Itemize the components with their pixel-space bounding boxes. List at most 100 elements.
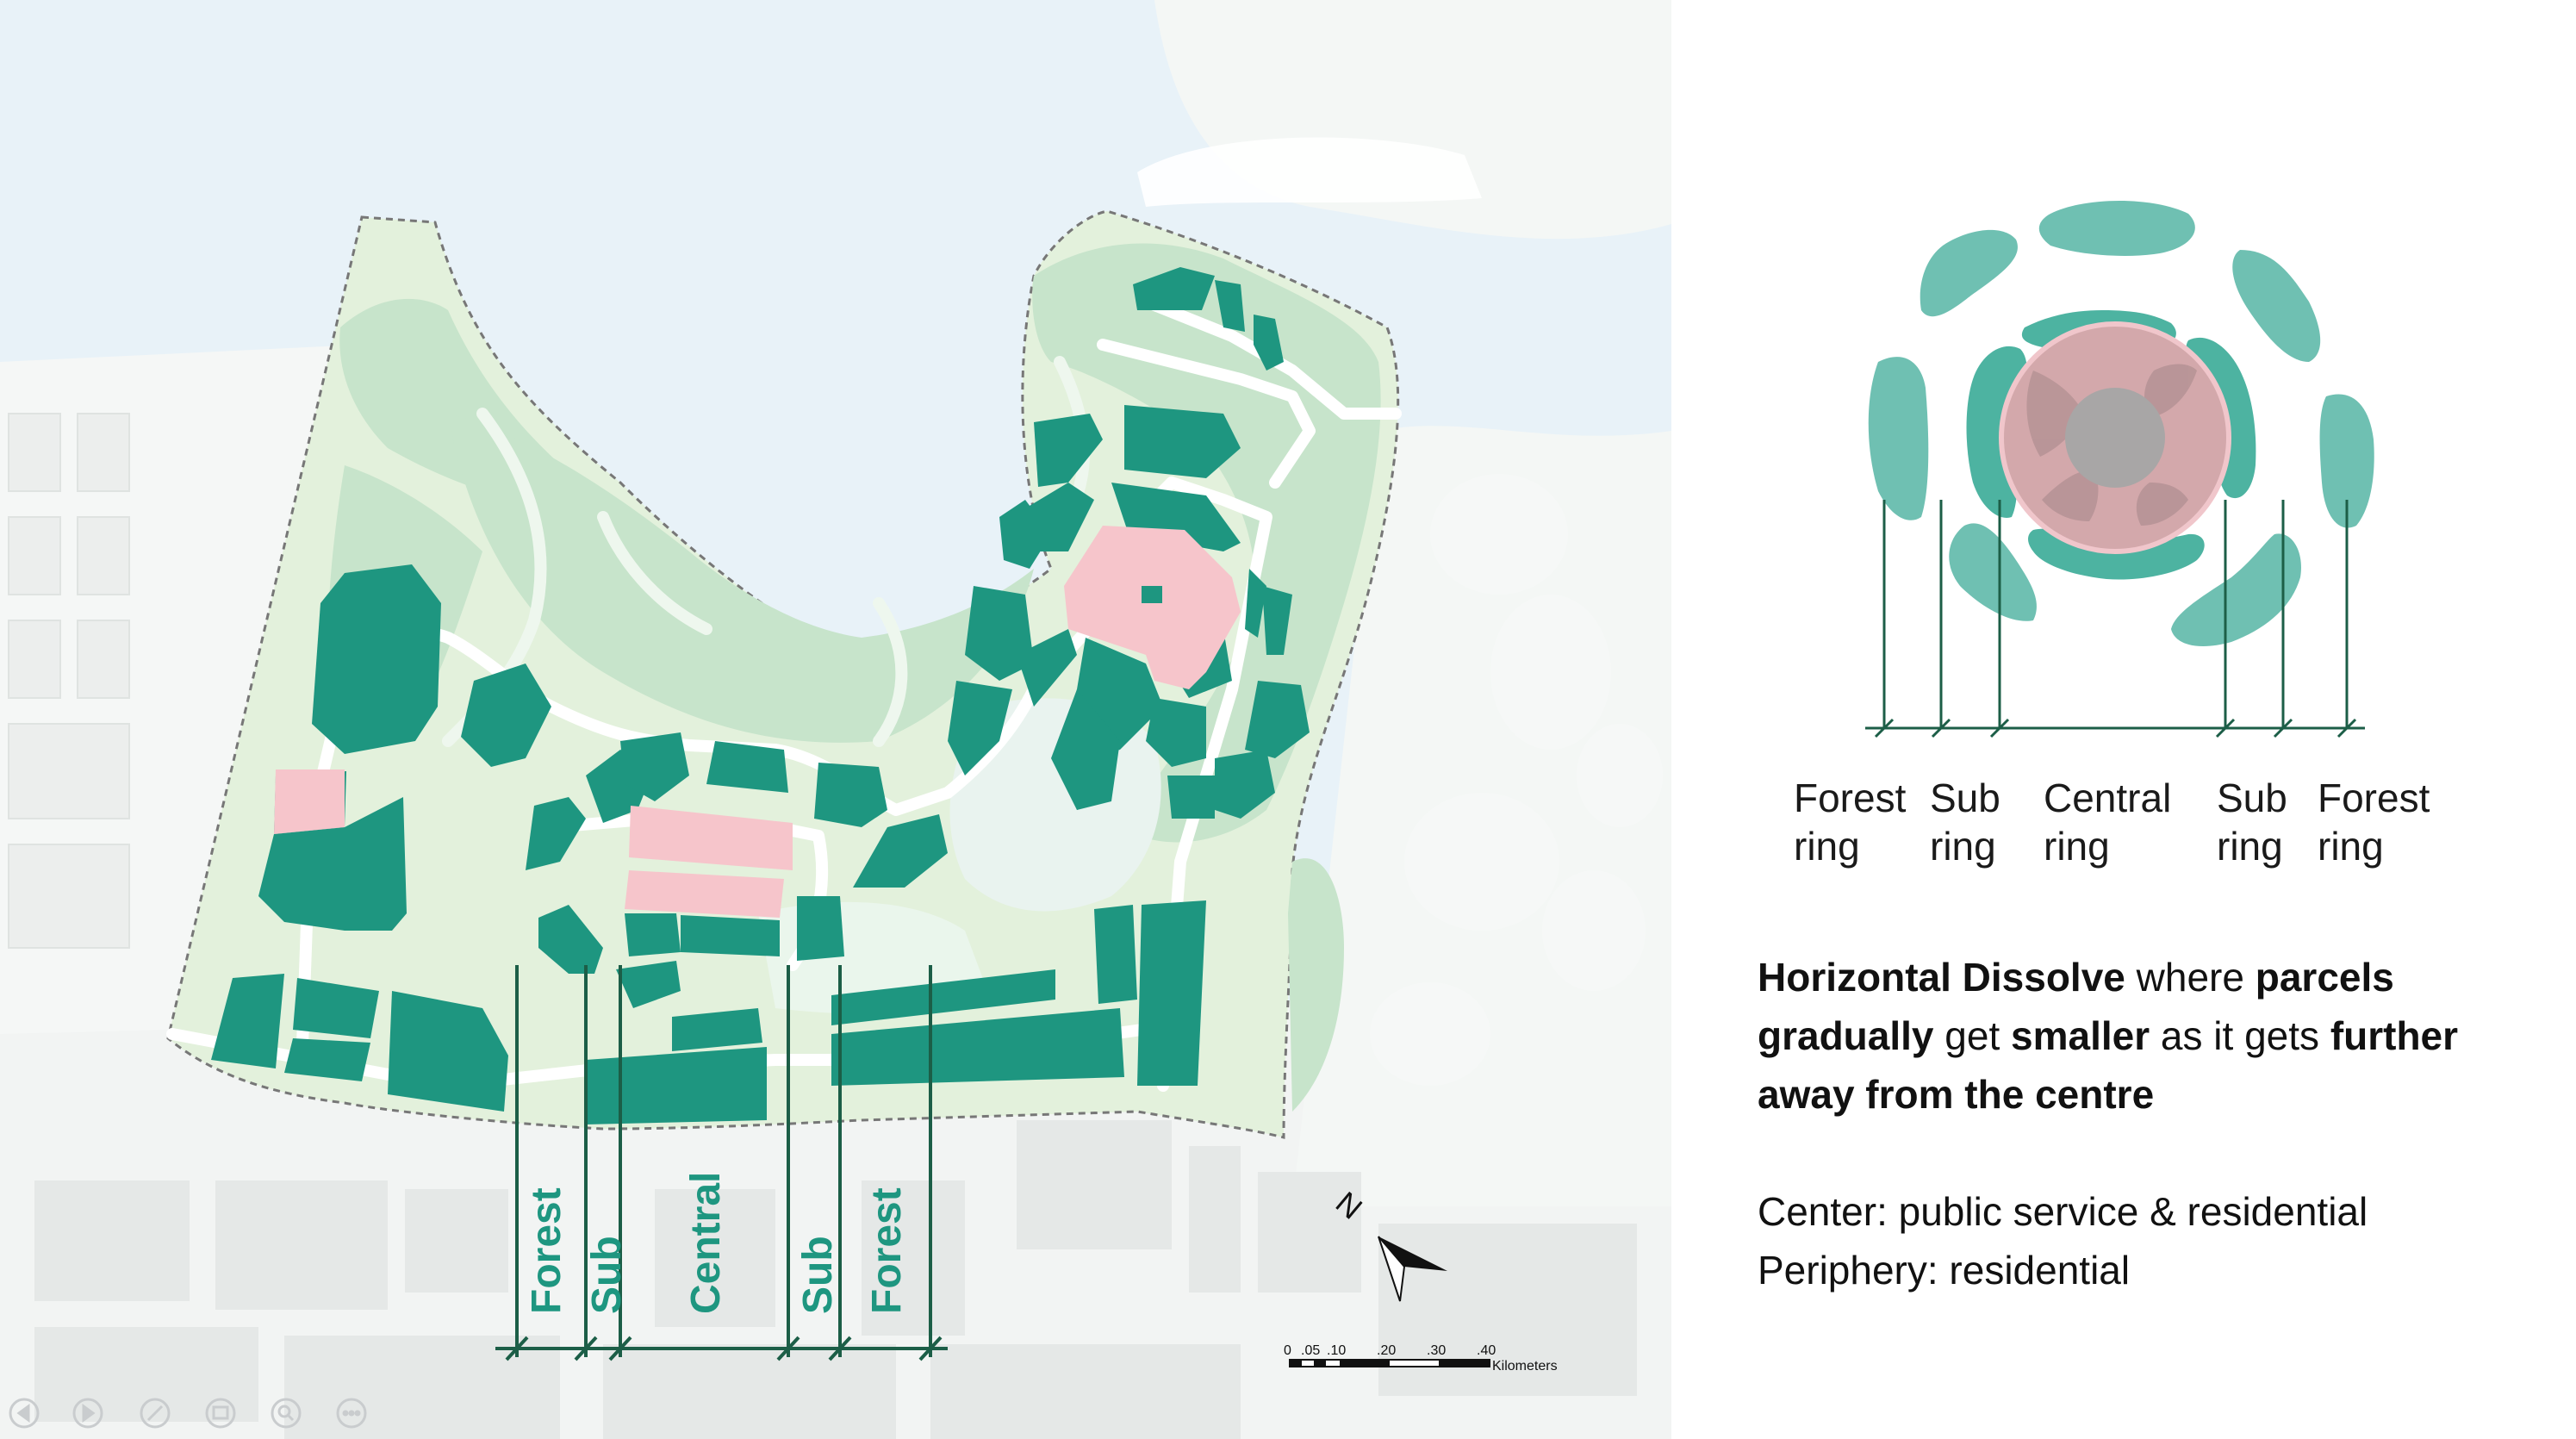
ring-label-text: Sub (1930, 776, 2000, 820)
parcel (616, 961, 681, 1008)
band-label-sub-west: Sub (584, 1236, 630, 1314)
ring-label-forest-right: Forest ring (2318, 774, 2430, 870)
parcel (965, 586, 1034, 681)
city-blocks (34, 1120, 1637, 1439)
parcel (814, 763, 887, 827)
scale-tick-4: .30 (1427, 1343, 1446, 1358)
text-bold: smaller (2011, 1013, 2150, 1058)
slide-nav (9, 1398, 367, 1429)
parcel (797, 896, 844, 961)
zoom-icon[interactable] (271, 1398, 302, 1429)
scale-bar: 0 .05 .10 .20 .30 .40 Kilometers (1284, 1343, 1558, 1374)
parcel (1262, 586, 1292, 655)
parcel (293, 978, 379, 1038)
city-blocks-west (8, 413, 130, 949)
parcel (1133, 267, 1215, 310)
scale-tick-2: .10 (1327, 1343, 1346, 1358)
ring-label-sub-right: Sub ring (2217, 774, 2287, 870)
parcel (312, 564, 441, 754)
parcel (1215, 750, 1275, 819)
text-bold: further away from the centre (1758, 1013, 2459, 1117)
text-bold: parcels gradually (1758, 955, 2394, 1058)
parcel (620, 732, 689, 801)
parcel (1146, 698, 1206, 767)
parcel (681, 915, 780, 956)
text: where (2125, 955, 2256, 1000)
scale-tick-3: .20 (1377, 1343, 1396, 1358)
band-label-sub-east: Sub (795, 1236, 841, 1314)
scale-unit: Kilometers (1492, 1359, 1558, 1374)
center-parcel (1064, 526, 1241, 689)
center-parcels (274, 526, 1241, 918)
scale-tick-1: .05 (1301, 1343, 1320, 1358)
parcel (625, 913, 681, 956)
parcel (1068, 741, 1111, 810)
parcel (831, 1008, 1124, 1086)
periphery-use-line: Periphery: residential (1758, 1248, 2131, 1293)
ring-label-text: Forest (1794, 776, 1907, 820)
scale-tick-0: 0 (1284, 1343, 1291, 1358)
parcel (526, 797, 586, 870)
center-kiosk (1142, 586, 1162, 603)
center-parcel (274, 769, 345, 834)
parcel (706, 741, 788, 793)
parcel (1167, 776, 1215, 819)
site-map-canvas: Forest Sub Central Sub Forest N 0 .05 .1… (0, 0, 1671, 1439)
text: get (1933, 1013, 2012, 1058)
text: as it gets (2150, 1013, 2330, 1058)
land-north-shore (1137, 137, 1482, 207)
center-use-line: Center: public service & residential (1758, 1189, 2368, 1234)
parcel (948, 681, 1012, 776)
parcel (586, 1047, 767, 1124)
parcel (388, 991, 508, 1112)
parcel (258, 797, 407, 931)
parcel (538, 905, 603, 974)
parcel (461, 663, 551, 767)
parcel (1215, 280, 1245, 332)
map-band-labels: Forest Sub Central Sub Forest (524, 1172, 910, 1314)
ring-diagram (1865, 201, 2374, 738)
parcel (853, 814, 948, 888)
ring-diagram-panel: Forest ring Sub ring Central ring Sub ri… (1671, 0, 2576, 1439)
more-icon[interactable] (336, 1398, 367, 1429)
ring-label-forest-left: Forest ring (1794, 774, 1906, 870)
text-bold: Horizontal Dissolve (1758, 955, 2125, 1000)
band-label-forest-west: Forest (524, 1187, 569, 1314)
core-circle (2065, 388, 2165, 488)
parcel (1034, 414, 1103, 487)
parcel (1124, 405, 1241, 478)
forest-ring (1868, 201, 2374, 646)
mangroves (1370, 474, 1663, 1086)
parcel (1094, 905, 1137, 1004)
parcel (831, 969, 1055, 1025)
parcel (1245, 681, 1310, 758)
ring-label-sub-left: Sub ring (1930, 774, 2000, 870)
parcel (284, 1038, 370, 1081)
band-label-forest-east: Forest (864, 1187, 910, 1314)
ring-label-text: ring (1794, 824, 1860, 869)
ring-label-text: ring (2318, 824, 2384, 869)
slides-icon[interactable] (205, 1398, 236, 1429)
site-map: Forest Sub Central Sub Forest N 0 .05 .1… (0, 0, 1671, 1439)
scale-tick-5: .40 (1477, 1343, 1496, 1358)
center-parcel (629, 806, 793, 870)
description: Horizontal Dissolve where parcels gradua… (1758, 948, 2550, 1299)
next-icon[interactable] (72, 1398, 103, 1429)
diagram-dimension-lines (1865, 500, 2365, 738)
parcel (1245, 569, 1266, 638)
dissolve-paragraph: Horizontal Dissolve where parcels gradua… (1758, 948, 2550, 1124)
ring-label-text: ring (2217, 824, 2283, 869)
prev-icon[interactable] (9, 1398, 40, 1429)
parcel (1254, 315, 1284, 371)
ring-label-text: ring (1930, 824, 1996, 869)
parcel (1137, 900, 1206, 1086)
ring-label-central: Central ring (2044, 774, 2171, 870)
center-parcel (625, 870, 784, 918)
parcel (672, 1008, 762, 1051)
parcel (1017, 629, 1077, 707)
band-label-central: Central (683, 1172, 729, 1314)
map-ring-dimension (495, 965, 948, 1361)
ring-label-text: Central (2044, 776, 2172, 820)
pen-icon[interactable] (140, 1398, 171, 1429)
ring-label-text: Sub (2217, 776, 2287, 820)
